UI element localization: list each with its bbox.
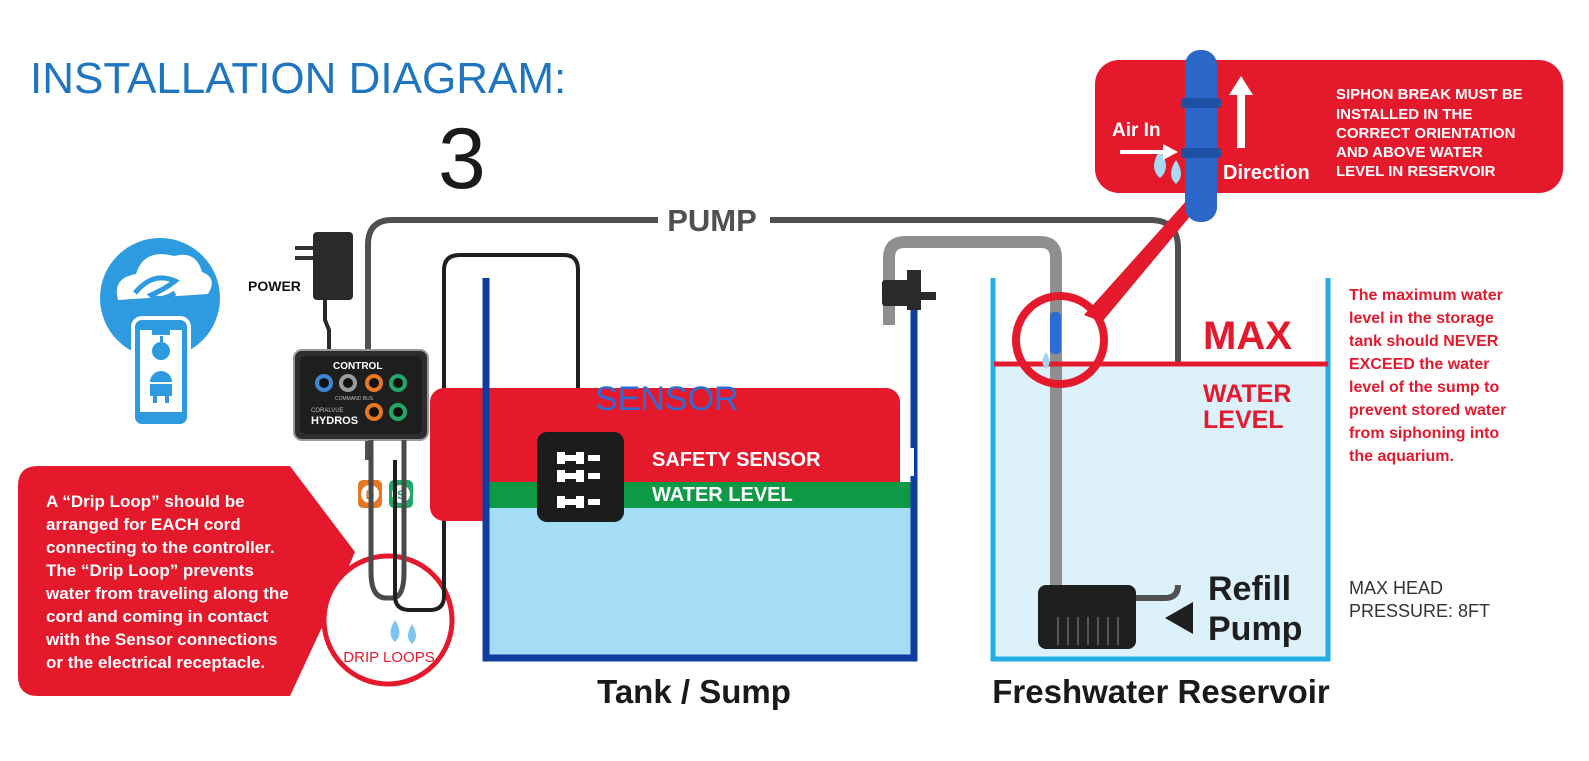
tank-label: Tank / Sump <box>597 673 791 710</box>
max-level-note: The maximum water level in the storage t… <box>1349 287 1506 465</box>
android-icon <box>150 371 172 403</box>
controller-model: HYDROS <box>311 415 358 427</box>
magnifier-pointer <box>1084 180 1212 322</box>
pump-label: PUMP <box>667 203 757 238</box>
safety-sensor-label: SAFETY SENSOR <box>652 449 821 471</box>
drip-loop-note: A “Drip Loop” should be arranged for EAC… <box>45 492 289 672</box>
reservoir-walls <box>990 278 1331 662</box>
max-label: MAX <box>1203 314 1292 358</box>
direction-label: Direction <box>1223 162 1310 184</box>
refill-pump <box>1038 585 1136 649</box>
return-tube <box>883 236 1062 590</box>
water-level-sensor <box>537 432 624 522</box>
water-level-band-label: WATER LEVEL <box>652 484 793 506</box>
refill-pump-label-line: Pump <box>1208 610 1302 648</box>
water-drops-icon <box>390 620 416 644</box>
controller-brand: CORALVUE <box>311 408 344 414</box>
drip-loop-note-line: or the electrical receptacle. <box>46 653 265 672</box>
diagram-title: INSTALLATION DIAGRAM: <box>30 54 566 103</box>
max-note-line: level of the sump to <box>1349 379 1499 396</box>
siphon-note-line: AND ABOVE WATER <box>1336 144 1483 161</box>
controller-label: CONTROL <box>333 361 382 372</box>
siphon-note-line: CORRECT ORIENTATION <box>1336 125 1515 142</box>
drip-loops-label: DRIP LOOPS <box>343 649 434 666</box>
controller-sub-label: COMMAND BUS <box>335 396 374 402</box>
drip-loop-note-line: connecting to the controller. <box>46 538 275 557</box>
siphon-note: SIPHON BREAK MUST BE INSTALLED IN THE CO… <box>1336 86 1523 180</box>
sensor-label: SENSOR <box>595 380 739 418</box>
pointer-arrow-icon <box>1165 602 1193 634</box>
reservoir-label: Freshwater Reservoir <box>992 673 1330 710</box>
port-badge-s-label: S <box>397 488 405 502</box>
siphon-note-line: LEVEL IN RESERVOIR <box>1336 163 1496 180</box>
refill-pump-label-line: Refill <box>1208 570 1291 608</box>
air-in-arrow-icon <box>1120 144 1178 160</box>
drip-loop-callout <box>18 466 355 696</box>
max-head-line: MAX HEAD <box>1349 578 1443 598</box>
power-adapter <box>295 232 353 350</box>
siphon-magnifier <box>1012 292 1108 388</box>
air-in-label: Air In <box>1112 120 1161 141</box>
check-valve <box>882 270 936 310</box>
port-badge-s: S <box>389 480 413 508</box>
drip-loop-note-line: cord and coming in contact <box>46 607 268 626</box>
drip-loop-note-line: with the Sensor connections <box>45 630 277 649</box>
siphon-note-line: INSTALLED IN THE <box>1336 106 1472 123</box>
max-note-line: The maximum water <box>1349 287 1503 304</box>
apple-icon <box>152 336 170 360</box>
tank-water <box>488 506 914 658</box>
max-note-line: level in the storage <box>1349 310 1494 327</box>
step-number: 3 <box>438 111 486 207</box>
max-note-line: the aquarium. <box>1349 448 1454 465</box>
max-note-line: EXCEED the water <box>1349 356 1489 373</box>
power-label: POWER <box>248 278 301 294</box>
direction-arrow-icon <box>1229 76 1253 148</box>
water-level-label-line: LEVEL <box>1203 406 1284 434</box>
siphon-note-line: SIPHON BREAK MUST BE <box>1336 86 1523 103</box>
drip-loop-note-line: A “Drip Loop” should be <box>46 492 245 511</box>
cloud-app-icon <box>100 238 220 428</box>
max-note-line: from siphoning into <box>1349 425 1499 442</box>
max-head-line: PRESSURE: 8FT <box>1349 601 1490 621</box>
drip-loop-note-line: The “Drip Loop” prevents <box>46 561 254 580</box>
max-note-line: prevent stored water <box>1349 402 1506 419</box>
drip-loop-note-line: water from traveling along the <box>45 584 289 603</box>
drip-loops-circle <box>321 553 455 687</box>
siphon-break-icon <box>1154 50 1221 222</box>
max-note-line: tank should NEVER <box>1349 333 1499 350</box>
water-level-label-line: WATER <box>1203 380 1291 408</box>
drip-loop-note-line: arranged for EACH cord <box>46 515 241 534</box>
